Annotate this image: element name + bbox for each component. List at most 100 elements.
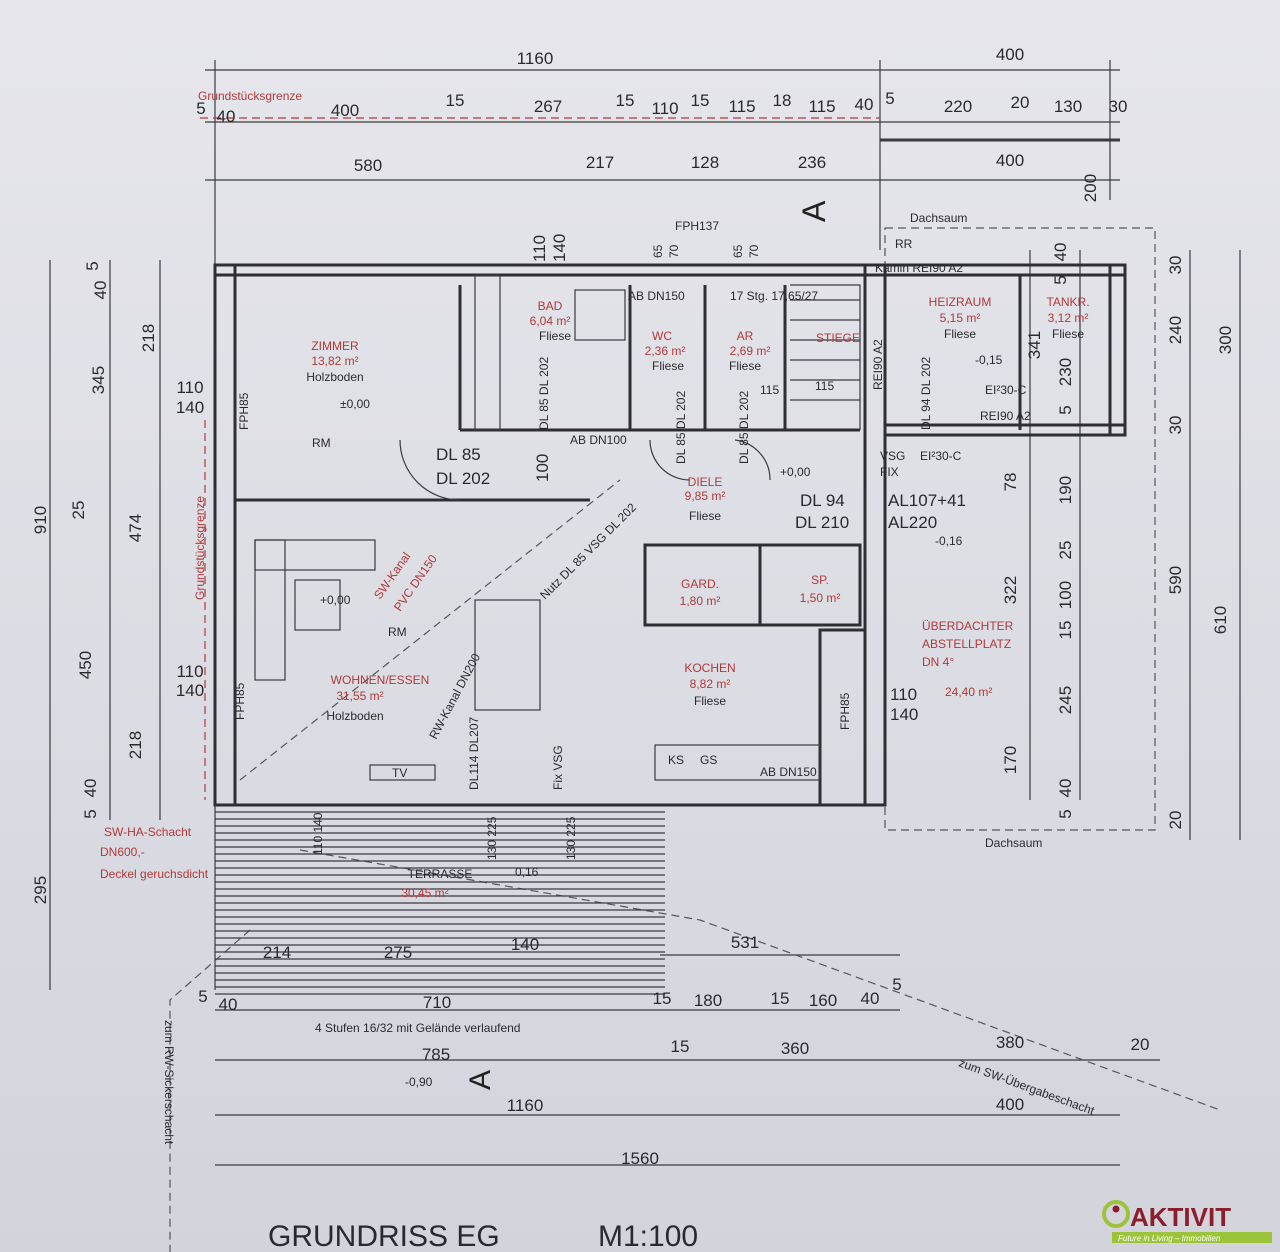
plan-label: VSG — [880, 449, 905, 463]
plan-label: 400 — [996, 1095, 1024, 1114]
plan-label: 110 — [176, 378, 203, 397]
plan-label: 910 — [31, 506, 50, 534]
logo-brand: AKTIVIT — [1130, 1202, 1231, 1232]
plan-label: zum RW-Sickerschacht — [162, 1020, 176, 1145]
plan-label: FPH85 — [233, 682, 247, 720]
plan-label: DL 202 — [436, 469, 490, 488]
plan-label: DL 210 — [795, 513, 849, 532]
plan-label: 15 — [671, 1037, 690, 1056]
section-marker-a-bottom: A — [464, 1070, 497, 1090]
plan-label: WOHNEN/ESSEN — [331, 673, 430, 687]
plan-label: 40 — [91, 281, 110, 300]
terrace-decking — [215, 811, 665, 995]
plan-label: DL 94 DL 202 — [919, 357, 933, 430]
plan-label: AL220 — [888, 513, 937, 532]
plan-label: 18 — [773, 91, 792, 110]
plan-label: 25 — [1056, 541, 1075, 560]
plan-label: 31,55 m² — [336, 689, 383, 703]
dimension-lines — [49, 60, 1241, 1166]
plan-label: 15 — [446, 91, 465, 110]
plan-label: 5 — [198, 987, 207, 1006]
plan-label: Fliese — [689, 509, 721, 523]
plan-label: Fliese — [944, 327, 976, 341]
plan-label: BAD — [538, 299, 563, 313]
plan-label: 115 — [760, 383, 779, 397]
plan-label: 380 — [996, 1033, 1024, 1052]
plan-label: FPH85 — [838, 692, 852, 730]
plan-label: 322 — [1001, 576, 1020, 604]
plan-label: STIEGE — [816, 331, 860, 345]
plan-label: Fix VSG — [551, 745, 565, 790]
drain-lines — [169, 479, 1221, 1252]
plan-label: GARD. — [681, 577, 719, 591]
plan-label: 15 — [616, 91, 635, 110]
plan-label: Fliese — [694, 694, 726, 708]
plan-label: 214 — [263, 943, 291, 962]
plan-label: 115 — [808, 97, 835, 116]
plan-label: 5 — [83, 261, 102, 270]
plan-label: 140 — [890, 705, 918, 724]
plan-label: 40 — [81, 779, 100, 798]
plan-label: 110 140 — [311, 812, 325, 855]
plan-label: 115 — [815, 379, 834, 393]
plan-label: -0,16 — [935, 534, 963, 548]
plan-label: REI90 A2 — [980, 409, 1031, 423]
plan-label: Holzboden — [326, 709, 383, 723]
plan-label: DN600,- — [100, 845, 145, 859]
plan-label: AB DN100 — [570, 433, 627, 447]
plan-label: Fliese — [729, 359, 761, 373]
plan-label: 40 — [855, 95, 874, 114]
plan-label: -0,90 — [405, 1075, 433, 1089]
plan-label: DL 85 — [436, 445, 481, 464]
plan-label: 70 — [747, 244, 761, 258]
plan-label: Deckel geruchsdicht — [100, 867, 209, 881]
plan-label: FPH137 — [675, 219, 719, 233]
plan-label: TV — [392, 766, 407, 780]
plan-label: DL 85 DL 202 — [674, 391, 688, 464]
plan-label: 130 225 — [485, 816, 499, 860]
plan-label: 15 — [653, 989, 672, 1008]
plan-label: 9,85 m² — [685, 489, 726, 503]
plan-label: 5 — [196, 99, 205, 118]
plan-label: WC — [652, 329, 672, 343]
plan-label: KS — [668, 753, 684, 767]
plan-label: DL 94 — [800, 491, 845, 510]
plan-label: 236 — [798, 153, 826, 172]
plan-label: 140 — [176, 398, 204, 417]
plan-label: GS — [700, 753, 717, 767]
plan-label: 40 — [1051, 243, 1070, 262]
plan-label: FPH85 — [237, 392, 251, 430]
plan-label: 450 — [76, 651, 95, 679]
plan-label: -0,15 — [975, 353, 1003, 367]
plan-label: 341 — [1025, 331, 1044, 359]
plan-label: 218 — [139, 324, 158, 352]
plan-label: ÜBERDACHTER — [922, 619, 1014, 633]
plan-label: 110 — [890, 685, 917, 704]
plan-label: 20 — [1131, 1035, 1150, 1054]
plan-label: RM — [312, 436, 331, 450]
plan-label: 170 — [1001, 746, 1020, 774]
logo-icon — [1102, 1200, 1130, 1228]
plan-label: +0,00 — [320, 593, 351, 607]
plan-label: 5 — [892, 975, 901, 994]
plan-label: 70 — [667, 244, 681, 258]
plan-label: 15 — [691, 91, 710, 110]
room-stiege: STIEGE — [816, 331, 860, 345]
plan-label: AR — [737, 329, 754, 343]
logo-tagline: Future in Living – Immobilien — [1118, 1234, 1221, 1243]
plan-label: ZIMMER — [311, 339, 359, 353]
plan-label: 6,04 m² — [530, 314, 571, 328]
plan-label: 30,45 m² — [401, 886, 448, 900]
aktivit-logo: AKTIVIT Future in Living – Immobilien — [1100, 1196, 1272, 1244]
plan-label: 360 — [781, 1039, 809, 1058]
plan-label: REI90 A2 — [871, 339, 885, 390]
plan-label: Fliese — [1052, 327, 1084, 341]
plan-label: 275 — [384, 943, 412, 962]
